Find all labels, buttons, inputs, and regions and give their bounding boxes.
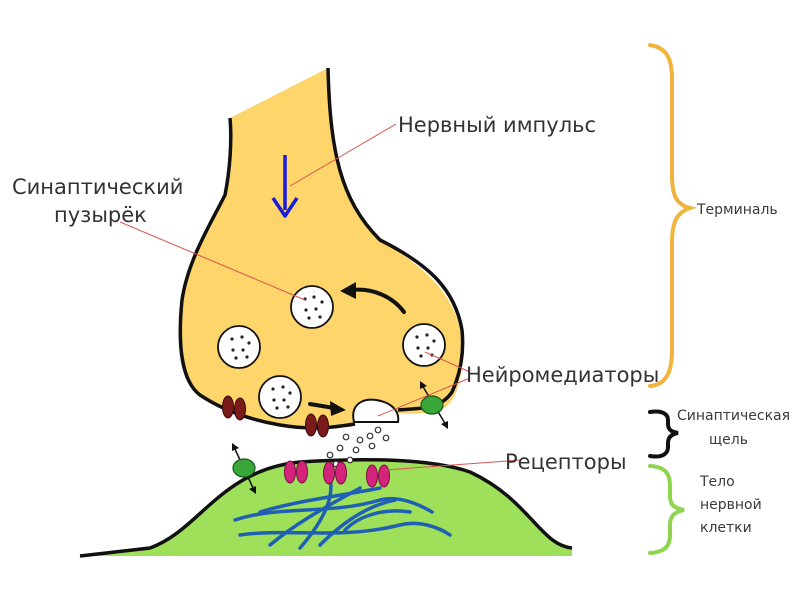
vesicle	[290, 285, 334, 329]
transporter-post	[232, 443, 256, 494]
vesicle	[217, 325, 261, 369]
receptors-group	[284, 460, 390, 488]
label-cell-body-line3: клетки	[700, 520, 752, 536]
vesicle-group	[217, 285, 446, 419]
cytoskeleton-fibers	[233, 476, 452, 550]
label-synaptic-cleft-line1: Синаптическая	[677, 408, 790, 424]
cell-body-bracket	[648, 464, 685, 555]
recycle-arrow-icon	[350, 287, 406, 314]
impulse-arrow-icon	[271, 197, 299, 218]
fusing-vesicle	[352, 398, 400, 423]
transporter-pre	[420, 381, 448, 429]
label-cell-body-line1: Тело	[699, 474, 735, 490]
label-synaptic-cleft-line2: щель	[709, 432, 748, 448]
terminal-outline	[178, 67, 465, 430]
presynaptic-channels	[222, 395, 329, 438]
vesicle	[402, 323, 446, 367]
label-receptors: Рецепторы	[505, 450, 627, 474]
vesicle	[258, 375, 302, 419]
label-synaptic-vesicle-line1: Синаптический	[12, 175, 183, 199]
synaptic-cleft-bracket	[648, 409, 679, 459]
release-arrow-icon	[308, 402, 336, 410]
label-synaptic-vesicle-line2: пузырёк	[54, 203, 147, 227]
label-nerve-impulse: Нервный импульс	[398, 113, 596, 137]
cell-body-outline	[79, 457, 573, 558]
release-arrowhead-icon	[330, 401, 346, 416]
pointer-lines	[119, 123, 521, 471]
terminal-bracket	[648, 43, 698, 388]
label-neurotransmitters: Нейромедиаторы	[466, 363, 659, 387]
label-cell-body-line2: нервной	[700, 497, 762, 513]
recycle-arrowhead-icon	[340, 282, 356, 299]
label-terminal: Терминаль	[696, 202, 778, 218]
